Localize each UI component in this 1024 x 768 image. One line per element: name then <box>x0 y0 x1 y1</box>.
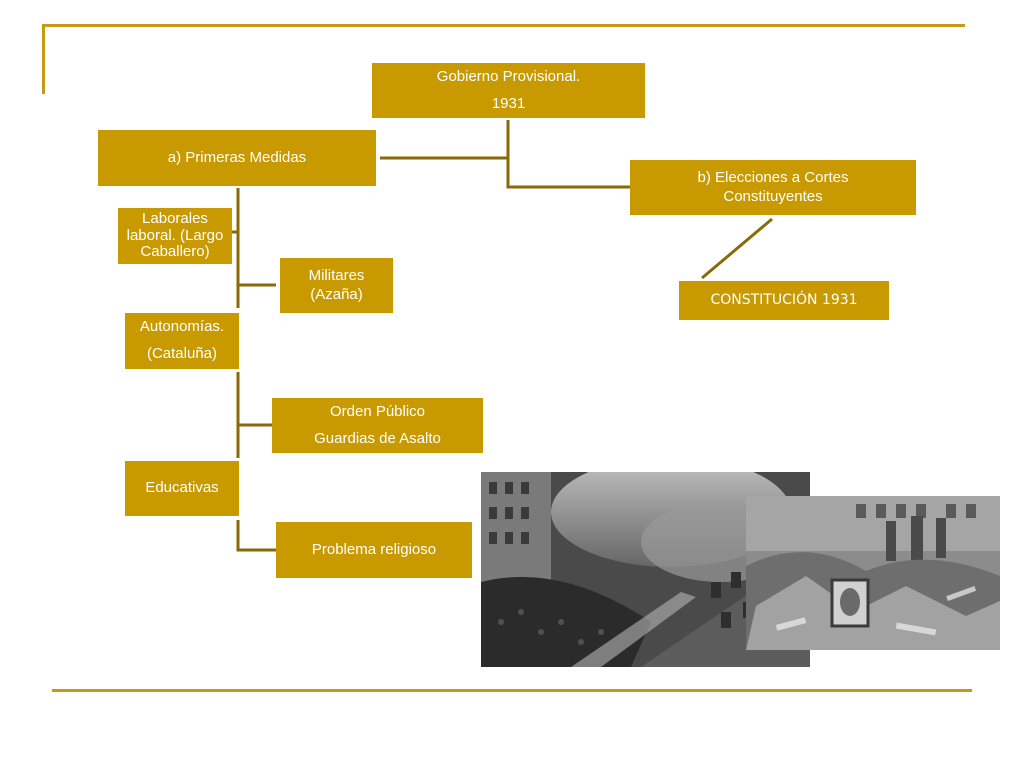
autonomias-box: Autonomías. (Cataluña) <box>125 313 239 369</box>
educativas-box: Educativas <box>125 461 239 516</box>
autonomias-line1: Autonomías. <box>139 318 225 336</box>
militares-line2: (Azaña) <box>310 285 363 303</box>
militares-box: Militares (Azaña) <box>280 258 393 313</box>
laborales-line1: Laborales <box>142 210 208 228</box>
militares-line1: Militares <box>308 266 365 284</box>
laborales-box: Laborales laboral. (Largo Caballero) <box>118 208 232 264</box>
laborales-line2: laboral. (Largo <box>126 226 224 244</box>
root-connector <box>380 120 630 189</box>
problema-religioso-box: Problema religioso <box>276 522 472 578</box>
left-frame-line <box>42 24 45 94</box>
elecciones-line2: Constituyentes <box>723 187 823 205</box>
elecciones-box: b) Elecciones a Cortes Constituyentes <box>630 160 916 215</box>
orden-publico-line1: Orden Público <box>329 402 426 420</box>
problema-religioso-label: Problema religioso <box>311 540 437 558</box>
orden-publico-line2: Guardias de Asalto <box>314 429 441 447</box>
elecciones-line1: b) Elecciones a Cortes <box>697 168 849 186</box>
constitucion-connector <box>701 217 773 280</box>
educativas-label: Educativas <box>145 479 219 497</box>
autonomias-line2: (Cataluña) <box>146 345 218 362</box>
primeras-medidas-box: a) Primeras Medidas <box>98 130 376 186</box>
constitucion-box: CONSTITUCIÓN 1931 <box>679 281 889 320</box>
destroyed-religious-objects-photo <box>746 496 1000 650</box>
gobierno-provisional-label: Gobierno Provisional. <box>436 67 581 85</box>
bottom-frame-line <box>52 689 972 692</box>
primeras-medidas-label: a) Primeras Medidas <box>167 148 307 166</box>
gobierno-provisional-box: Gobierno Provisional. 1931 <box>372 63 645 118</box>
orden-publico-box: Orden Público Guardias de Asalto <box>272 398 483 453</box>
religioso-connector <box>236 520 276 552</box>
gobierno-provisional-year: 1931 <box>491 94 526 112</box>
constitucion-label: CONSTITUCIÓN 1931 <box>710 291 858 308</box>
laborales-line3: Caballero) <box>140 243 210 261</box>
top-frame-line <box>43 24 965 27</box>
